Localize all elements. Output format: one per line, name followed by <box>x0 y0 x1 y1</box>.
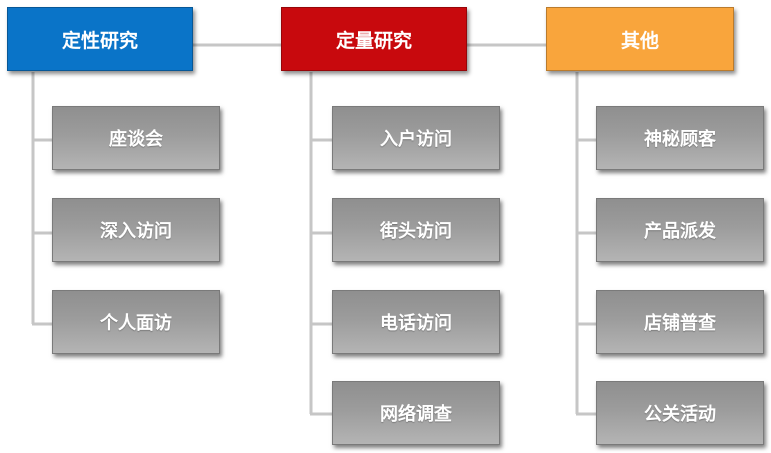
item-telephone-interview: 电话访问 <box>332 290 500 354</box>
item-pr-activity: 公关活动 <box>596 381 764 445</box>
header-other: 其他 <box>546 7 734 71</box>
item-household-visit: 入户访问 <box>332 106 500 170</box>
header-qualitative-research: 定性研究 <box>7 7 193 71</box>
header-quantitative-research: 定量研究 <box>281 7 467 71</box>
item-product-distribution: 产品派发 <box>596 198 764 262</box>
item-mystery-shopper: 神秘顾客 <box>596 106 764 170</box>
item-focus-group: 座谈会 <box>52 106 220 170</box>
item-street-interview: 街头访问 <box>332 198 500 262</box>
item-in-depth-interview: 深入访问 <box>52 198 220 262</box>
item-personal-interview: 个人面访 <box>52 290 220 354</box>
item-store-census: 店铺普查 <box>596 290 764 354</box>
item-online-survey: 网络调查 <box>332 381 500 445</box>
